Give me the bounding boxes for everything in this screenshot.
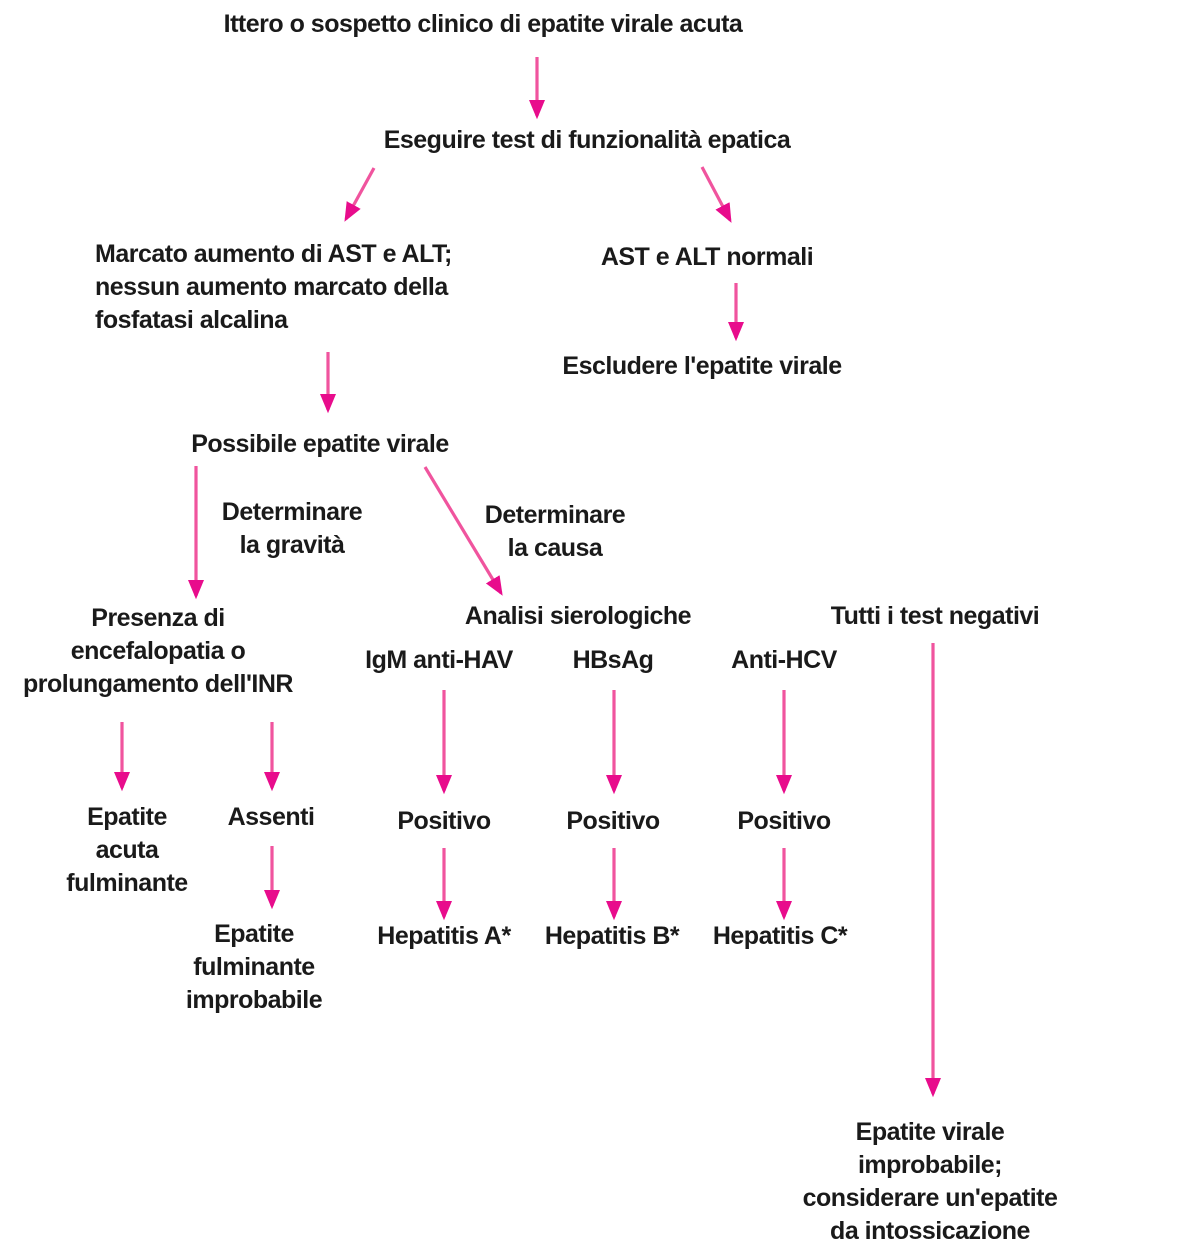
node-anti-hcv: Anti-HCV <box>731 646 837 674</box>
label-determine-cause: Determinare la causa <box>484 501 626 562</box>
node-hepatitis-a: Hepatitis A* <box>377 922 511 950</box>
edge-possible-serology <box>423 466 503 596</box>
node-viral-hepatitis-unlikely: Epatite virale improbabile; considerare … <box>802 1118 1058 1245</box>
node-all-tests-negative: Tutti i test negativi <box>830 602 1040 630</box>
edge-lft-elevated <box>344 167 376 222</box>
node-ast-alt-elevated: Marcato aumento di AST e ALT; nessun aum… <box>95 240 452 334</box>
node-ast-alt-normal: AST e ALT normali <box>600 243 814 271</box>
node-acute-fulminant-hepatitis: Epatite acuta fulminante <box>66 803 188 897</box>
node-hepatitis-b: Hepatitis B* <box>544 922 680 950</box>
node-liver-function-test: Eseguire test di funzionalità epatica <box>383 126 791 154</box>
node-possible-viral-hepatitis: Possibile epatite virale <box>191 430 449 458</box>
node-absent: Assenti <box>227 803 315 831</box>
edge-lft-normal <box>700 166 732 223</box>
node-serologic-tests: Analisi sierologiche <box>464 602 692 630</box>
node-positive-hav: Positivo <box>397 807 491 835</box>
node-start: Ittero o sospetto clinico di epatite vir… <box>223 10 743 38</box>
node-hepatitis-c: Hepatitis C* <box>712 922 848 950</box>
node-igm-anti-hav: IgM anti-HAV <box>365 646 513 674</box>
node-positive-hcv: Positivo <box>737 807 831 835</box>
node-exclude-viral-hepatitis: Escludere l'epatite virale <box>562 352 842 380</box>
node-encephalopathy-inr: Presenza di encefalopatia o prolungament… <box>23 604 293 698</box>
label-determine-severity: Determinare la gravità <box>221 498 363 559</box>
node-hbsag: HBsAg <box>572 646 654 674</box>
node-fulminant-unlikely: Epatite fulminante improbabile <box>185 920 323 1014</box>
node-positive-hbsag: Positivo <box>566 807 660 835</box>
